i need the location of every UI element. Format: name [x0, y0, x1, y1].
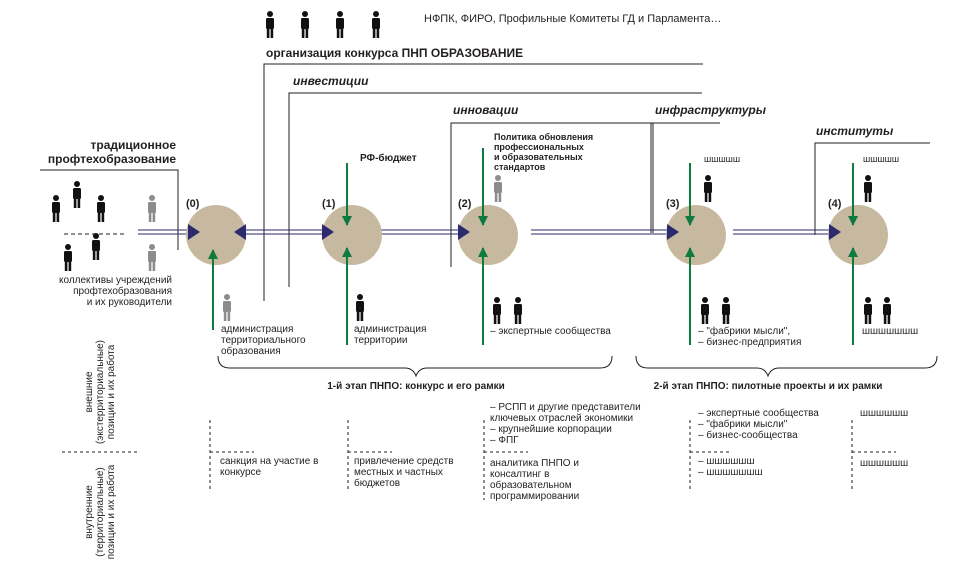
internal-positions-label: внутренние (территориальные) позиции и и… — [84, 464, 117, 560]
node-label-1: (1) — [322, 198, 336, 210]
table-grid — [62, 420, 896, 500]
person-icons-top — [266, 11, 380, 38]
budget-label: РФ-бюджет — [360, 153, 417, 164]
level-institutes: институты — [816, 124, 894, 138]
level-innovations: инновации — [453, 103, 519, 117]
traditional-education-title: традиционное профтехобразование — [47, 138, 176, 166]
node-2 — [458, 205, 518, 265]
contest-title: организация конкурса ПНП ОБРАЗОВАНИЕ — [266, 46, 524, 60]
external-positions-label: внешние (экстерриториальные) позиции и и… — [84, 339, 117, 445]
node-label-3: (3) — [666, 198, 680, 210]
placeholder-4-bottom: шшшшшшш — [862, 326, 919, 337]
cell-col3-external: – РСПП и другие представители ключевых о… — [490, 402, 641, 446]
process-nodes — [186, 205, 888, 265]
cell-col5-external: шшшшшш — [860, 408, 909, 419]
green-arrows — [208, 148, 858, 345]
stage-1-label: 1-й этап ПНПО: конкурс и его рамки — [327, 381, 505, 392]
person-icons-left — [52, 181, 156, 271]
cell-col3-internal: аналитика ПНПО и консалтинг в образовате… — [490, 458, 580, 502]
level-lines — [40, 63, 930, 301]
node-3 — [666, 205, 726, 265]
stage-2-label: 2-й этап ПНПО: пилотные проекты и их рам… — [653, 381, 883, 392]
flow-lines — [138, 229, 835, 235]
collectives-label: коллективы учреждений профтехобразования… — [59, 275, 172, 308]
placeholder-3-top: шшшшш — [704, 154, 741, 164]
level-investments: инвестиции — [293, 74, 369, 88]
node-4 — [828, 205, 888, 265]
node-1 — [322, 205, 382, 265]
cell-col2-internal: привлечение средств местных и частных бю… — [354, 456, 454, 489]
node-label-4: (4) — [828, 198, 842, 210]
node-0 — [186, 205, 246, 265]
node-label-2: (2) — [458, 198, 472, 210]
cell-col4-external: – экспертные сообщества – "фабрики мысли… — [698, 408, 819, 441]
think-tanks-label: – "фабрики мысли", – бизнес-предприятия — [698, 326, 802, 348]
stage-braces — [217, 355, 938, 378]
flow-arrowheads — [188, 224, 841, 240]
admin-territorial-label: администрация территориального образован… — [221, 324, 306, 357]
placeholder-4-top: шшшшш — [863, 154, 900, 164]
node-label-0: (0) — [186, 198, 200, 210]
cell-col1-internal: санкция на участие в конкурсе — [220, 456, 319, 478]
level-infrastructures: инфраструктуры — [655, 103, 766, 117]
expert-communities-label: – экспертные сообщества — [490, 326, 611, 337]
policy-label: Политика обновления профессиональных и о… — [494, 132, 594, 172]
cell-col5-internal: шшшшшш — [860, 458, 909, 469]
cell-col4-internal: – шшшшшш – шшшшшшш — [698, 456, 763, 478]
organizations-text: НФПК, ФИРО, Профильные Комитеты ГД и Пар… — [424, 13, 722, 25]
admin-territory-label: администрация территории — [354, 324, 427, 346]
